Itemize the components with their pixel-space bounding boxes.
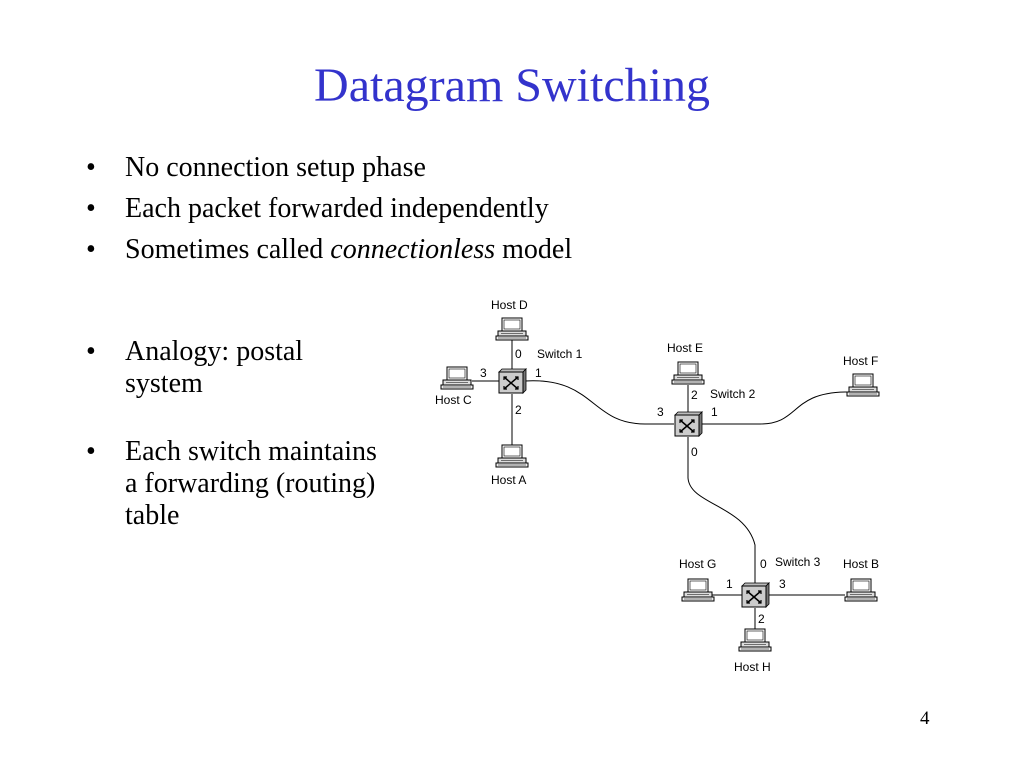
switch-3-port-2: 2 [758, 612, 765, 626]
host-g: Host G [679, 557, 716, 602]
host-b-label: Host B [843, 557, 879, 571]
host-d-label: Host D [491, 298, 528, 312]
connectionless-emphasis: connectionless [330, 234, 496, 265]
switch-1-port-0: 0 [515, 347, 522, 361]
switch-icon [741, 582, 770, 608]
bullet-connectionless: Sometimes called connectionless model [86, 229, 572, 270]
host-e-label: Host E [667, 341, 703, 355]
link-switch2-hostf [701, 391, 848, 425]
switch-3: Switch 3 0 1 2 3 [726, 555, 821, 626]
host-a: Host A [491, 444, 529, 487]
switch-2-port-0: 0 [691, 445, 698, 459]
switch-3-label: Switch 3 [775, 555, 821, 569]
page-number: 4 [920, 708, 930, 729]
link-switch2-switch3 [687, 437, 756, 584]
computer-icon [738, 628, 772, 652]
host-b: Host B [843, 557, 879, 602]
bullet-connectionless-suffix: model [495, 234, 573, 265]
bullet-no-connection-setup: No connection setup phase [86, 147, 572, 188]
bullet-postal-analogy: Analogy: postal system [86, 336, 386, 400]
host-h: Host H [734, 628, 772, 674]
switch-3-port-3: 3 [779, 577, 786, 591]
bullet-each-packet-forwarded: Each packet forwarded independently [86, 188, 572, 229]
computer-icon [495, 317, 529, 341]
computer-icon [844, 578, 878, 602]
switch-3-port-0: 0 [760, 557, 767, 571]
switch-2-port-3: 3 [657, 405, 664, 419]
switch-2-label: Switch 2 [710, 387, 756, 401]
switch-3-port-1: 1 [726, 577, 733, 591]
switch-1-label: Switch 1 [537, 347, 583, 361]
computer-icon [495, 444, 529, 468]
slide-title: Datagram Switching [314, 59, 710, 112]
host-g-label: Host G [679, 557, 716, 571]
host-f: Host F [843, 354, 880, 397]
bullet-list-bottom: Analogy: postal system Each switch maint… [86, 336, 386, 568]
bullet-connectionless-prefix: Sometimes called [125, 234, 331, 265]
host-a-label: Host A [491, 473, 526, 487]
host-h-label: Host H [734, 660, 771, 674]
switch-2-port-2: 2 [691, 388, 698, 402]
switch-1: Switch 1 0 1 2 3 [480, 347, 583, 417]
switch-icon [498, 368, 527, 394]
computer-icon [440, 366, 474, 390]
host-e: Host E [667, 341, 705, 385]
computer-icon [681, 578, 715, 602]
computer-icon [671, 361, 705, 385]
switch-2-port-1: 1 [711, 405, 718, 419]
host-c: Host C [435, 366, 474, 407]
host-d: Host D [491, 298, 529, 341]
switch-2: Switch 2 0 1 2 3 [657, 387, 756, 459]
links [472, 340, 848, 630]
switch-1-port-1: 1 [535, 366, 542, 380]
switch-icon [674, 411, 703, 437]
computer-icon [846, 373, 880, 397]
host-f-label: Host F [843, 354, 878, 368]
bullet-forwarding-table: Each switch maintains a forwarding (rout… [86, 436, 386, 532]
link-switch1-switch2 [524, 380, 674, 425]
bullet-list-top: No connection setup phase Each packet fo… [86, 147, 572, 270]
switch-1-port-2: 2 [515, 403, 522, 417]
host-c-label: Host C [435, 393, 472, 407]
switch-1-port-3: 3 [480, 366, 487, 380]
